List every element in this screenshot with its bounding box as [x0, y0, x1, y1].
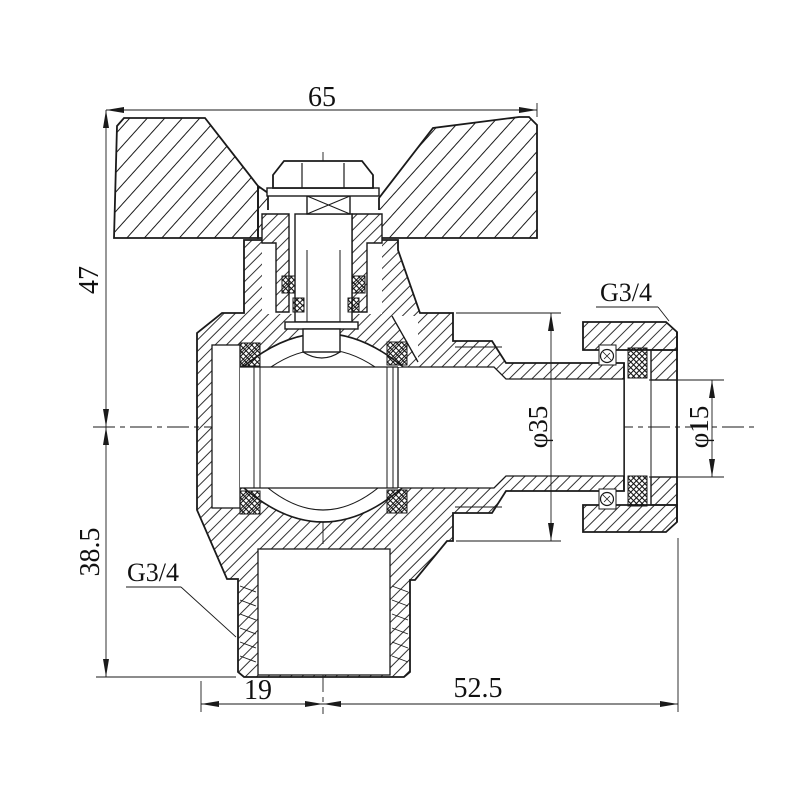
nut-gasket-bottom [627, 475, 648, 507]
stem-tip-arc [302, 351, 341, 359]
handle-right-wing [378, 116, 538, 239]
thread-outlet-label: G3/4 [600, 278, 652, 307]
union-nut-top [582, 321, 678, 351]
seat-bottom-left [239, 490, 261, 515]
union-nut-end-top [650, 349, 678, 381]
stem-assembly [261, 160, 383, 359]
dim-top-width-label: 65 [308, 82, 336, 113]
stem-oring-left [292, 297, 305, 313]
stem-packing-right [351, 275, 366, 294]
union-nut [582, 321, 678, 533]
seat-top-left [239, 342, 261, 367]
handle-left-wing [113, 117, 259, 239]
dimension-lines [96, 103, 724, 712]
stem-oring-right [347, 297, 360, 313]
ball-bore [240, 367, 398, 488]
outlet-pipe-details [455, 346, 625, 508]
body-side-pocket [211, 344, 241, 509]
dimension-arrows [103, 107, 715, 707]
stem-flange [284, 321, 359, 330]
seat-bottom-right [386, 489, 408, 514]
dim-bottom-length-label: 52.5 [454, 673, 503, 704]
dim-bottom-offset-label: 19 [244, 675, 272, 706]
dim-lower-height-label: 38.5 [75, 528, 106, 577]
bottom-bore [257, 548, 391, 676]
union-nut-bottom [582, 504, 678, 533]
bonnet-slope-line [391, 315, 419, 363]
dim-bore-diameter-label: φ15 [684, 406, 714, 449]
stem-lower [302, 328, 341, 353]
dimension-labels: 65 47 38.5 19 52.5 φ35 φ15 G3/4 G3/4 [74, 82, 714, 706]
male-thread-lines [239, 585, 409, 663]
ball-seats [239, 341, 408, 515]
dim-upper-height-label: 47 [74, 266, 105, 294]
outlet-cavity [397, 366, 625, 489]
stem-hex-nut [272, 160, 374, 189]
nut-gasket-top [627, 347, 648, 379]
seat-top-right [386, 341, 408, 366]
union-nut-end-bottom [650, 476, 678, 506]
dim-body-diameter-label: φ35 [523, 406, 553, 449]
butterfly-handle [113, 116, 538, 239]
thread-inlet-label: G3/4 [127, 558, 179, 587]
stem-packing-left [281, 275, 296, 294]
handle-washer [266, 187, 380, 197]
